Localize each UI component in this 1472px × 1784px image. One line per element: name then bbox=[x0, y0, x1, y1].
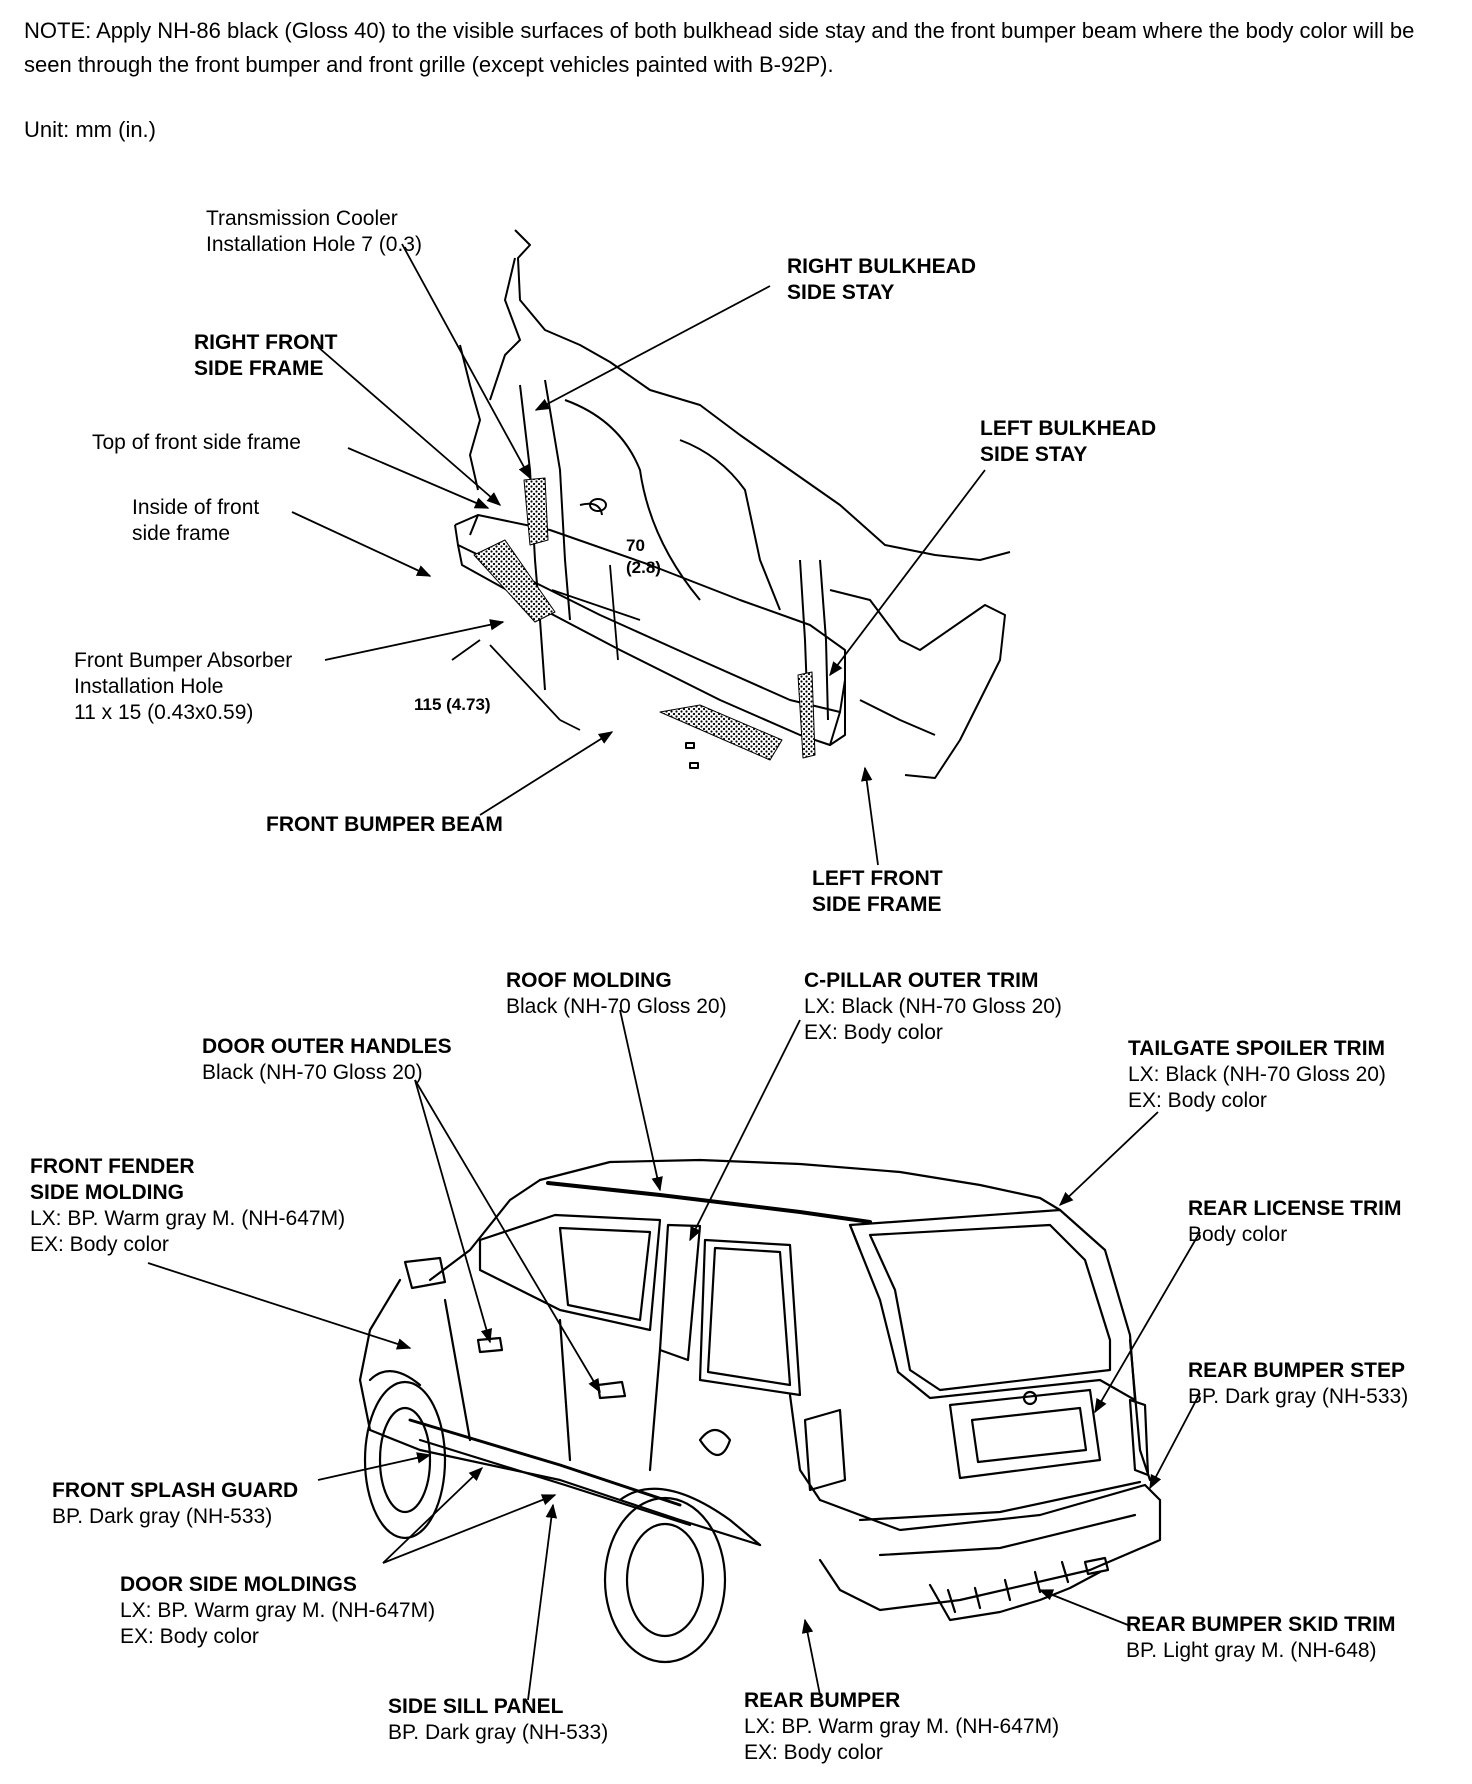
splash-guard-title: FRONT SPLASH GUARD bbox=[52, 1479, 299, 1502]
roof-molding-title: ROOF MOLDING bbox=[506, 969, 672, 992]
left-front-side-frame-line1: LEFT FRONT bbox=[812, 867, 943, 890]
bumper-step-title: REAR BUMPER STEP bbox=[1188, 1359, 1406, 1382]
label-side-sill-panel: SIDE SILL PANEL BP. Dark gray (NH-533) bbox=[388, 1694, 608, 1746]
label-right-bulkhead-side-stay: RIGHT BULKHEAD SIDE STAY bbox=[787, 254, 976, 306]
fender-molding-lx: LX: BP. Warm gray M. (NH-647M) bbox=[30, 1207, 346, 1230]
bumper-step-spec: BP. Dark gray (NH-533) bbox=[1188, 1385, 1409, 1408]
inside-frame-line1: Inside of front bbox=[132, 496, 260, 519]
absorber-line1: Front Bumper Absorber bbox=[74, 649, 293, 672]
label-inside-of-front-side-frame: Inside of front side frame bbox=[132, 495, 259, 547]
c-pillar-lx: LX: Black (NH-70 Gloss 20) bbox=[804, 995, 1062, 1018]
c-pillar-title: C-PILLAR OUTER TRIM bbox=[804, 969, 1039, 992]
door-moldings-lx: LX: BP. Warm gray M. (NH-647M) bbox=[120, 1599, 436, 1622]
transmission-cooler-line1: Transmission Cooler bbox=[206, 207, 398, 230]
left-front-side-frame-line2: SIDE FRAME bbox=[812, 893, 942, 916]
dimension-115: 115 (4.73) bbox=[414, 695, 491, 714]
label-door-side-moldings: DOOR SIDE MOLDINGS LX: BP. Warm gray M. … bbox=[120, 1572, 435, 1650]
front-leader-lines bbox=[291, 243, 986, 866]
tailgate-spoiler-ex: EX: Body color bbox=[1128, 1089, 1267, 1112]
skid-trim-spec: BP. Light gray M. (NH-648) bbox=[1126, 1639, 1377, 1662]
label-left-bulkhead-side-stay: LEFT BULKHEAD SIDE STAY bbox=[980, 416, 1156, 468]
c-pillar-ex: EX: Body color bbox=[804, 1021, 943, 1044]
label-left-front-side-frame: LEFT FRONT SIDE FRAME bbox=[812, 866, 943, 918]
left-bulkhead-line1: LEFT BULKHEAD bbox=[980, 417, 1157, 440]
label-top-of-front-side-frame: Top of front side frame bbox=[92, 431, 301, 454]
splash-guard-spec: BP. Dark gray (NH-533) bbox=[52, 1505, 273, 1528]
fender-molding-title1: FRONT FENDER bbox=[30, 1155, 195, 1178]
tailgate-spoiler-lx: LX: Black (NH-70 Gloss 20) bbox=[1128, 1063, 1386, 1086]
license-trim-spec: Body color bbox=[1188, 1223, 1288, 1246]
fender-molding-ex: EX: Body color bbox=[30, 1233, 169, 1256]
label-front-bumper-beam: FRONT BUMPER BEAM bbox=[266, 813, 503, 836]
label-rear-bumper: REAR BUMPER LX: BP. Warm gray M. (NH-647… bbox=[744, 1688, 1059, 1766]
label-rear-license-trim: REAR LICENSE TRIM Body color bbox=[1188, 1196, 1402, 1248]
fender-molding-title2: SIDE MOLDING bbox=[30, 1181, 185, 1204]
right-bulkhead-line1: RIGHT BULKHEAD bbox=[787, 255, 976, 278]
dimension-70-in: (2.8) bbox=[626, 558, 661, 577]
label-right-front-side-frame: RIGHT FRONT SIDE FRAME bbox=[194, 330, 337, 382]
door-moldings-title: DOOR SIDE MOLDINGS bbox=[120, 1573, 357, 1596]
label-tailgate-spoiler-trim: TAILGATE SPOILER TRIM LX: Black (NH-70 G… bbox=[1128, 1036, 1386, 1114]
roof-molding-spec: Black (NH-70 Gloss 20) bbox=[506, 995, 727, 1018]
right-front-side-frame-line1: RIGHT FRONT bbox=[194, 331, 338, 354]
label-rear-bumper-step: REAR BUMPER STEP BP. Dark gray (NH-533) bbox=[1188, 1358, 1408, 1410]
rear-leader-lines bbox=[147, 1009, 1201, 1701]
rear-bumper-lx: LX: BP. Warm gray M. (NH-647M) bbox=[744, 1715, 1060, 1738]
label-front-splash-guard: FRONT SPLASH GUARD BP. Dark gray (NH-533… bbox=[52, 1478, 298, 1530]
vehicle-drawing bbox=[358, 1158, 1162, 1664]
side-sill-spec: BP. Dark gray (NH-533) bbox=[388, 1721, 609, 1744]
tailgate-spoiler-title: TAILGATE SPOILER TRIM bbox=[1128, 1037, 1386, 1060]
note-text: NOTE: Apply NH-86 black (Gloss 40) to th… bbox=[24, 18, 1415, 77]
absorber-line3: 11 x 15 (0.43x0.59) bbox=[74, 701, 254, 724]
dimension-70: 70 (2.8) bbox=[626, 535, 661, 579]
label-rear-bumper-skid-trim: REAR BUMPER SKID TRIM BP. Light gray M. … bbox=[1126, 1612, 1396, 1664]
left-bulkhead-line2: SIDE STAY bbox=[980, 443, 1088, 466]
label-bumper-absorber-hole: Front Bumper Absorber Installation Hole … bbox=[74, 648, 292, 726]
inside-frame-line2: side frame bbox=[132, 522, 231, 545]
label-transmission-cooler: Transmission Cooler Installation Hole 7 … bbox=[206, 206, 422, 258]
label-c-pillar-outer-trim: C-PILLAR OUTER TRIM LX: Black (NH-70 Glo… bbox=[804, 968, 1062, 1046]
label-door-outer-handles: DOOR OUTER HANDLES Black (NH-70 Gloss 20… bbox=[202, 1034, 452, 1086]
right-bulkhead-line2: SIDE STAY bbox=[787, 281, 895, 304]
skid-trim-title: REAR BUMPER SKID TRIM bbox=[1126, 1613, 1396, 1636]
front-structure-drawing bbox=[454, 229, 1011, 779]
label-front-fender-side-molding: FRONT FENDER SIDE MOLDING LX: BP. Warm g… bbox=[30, 1154, 345, 1258]
side-sill-title: SIDE SILL PANEL bbox=[388, 1695, 564, 1718]
absorber-line2: Installation Hole bbox=[74, 675, 224, 698]
door-handles-title: DOOR OUTER HANDLES bbox=[202, 1035, 452, 1058]
rear-bumper-title: REAR BUMPER bbox=[744, 1689, 901, 1712]
transmission-cooler-line2: Installation Hole 7 (0.3) bbox=[206, 233, 422, 256]
unit-label: Unit: mm (in.) bbox=[24, 117, 156, 142]
license-trim-title: REAR LICENSE TRIM bbox=[1188, 1197, 1402, 1220]
dimension-70-mm: 70 bbox=[626, 536, 645, 555]
label-roof-molding: ROOF MOLDING Black (NH-70 Gloss 20) bbox=[506, 968, 727, 1020]
door-handles-spec: Black (NH-70 Gloss 20) bbox=[202, 1061, 423, 1084]
door-moldings-ex: EX: Body color bbox=[120, 1625, 259, 1648]
right-front-side-frame-line2: SIDE FRAME bbox=[194, 357, 324, 380]
rear-bumper-ex: EX: Body color bbox=[744, 1741, 883, 1764]
